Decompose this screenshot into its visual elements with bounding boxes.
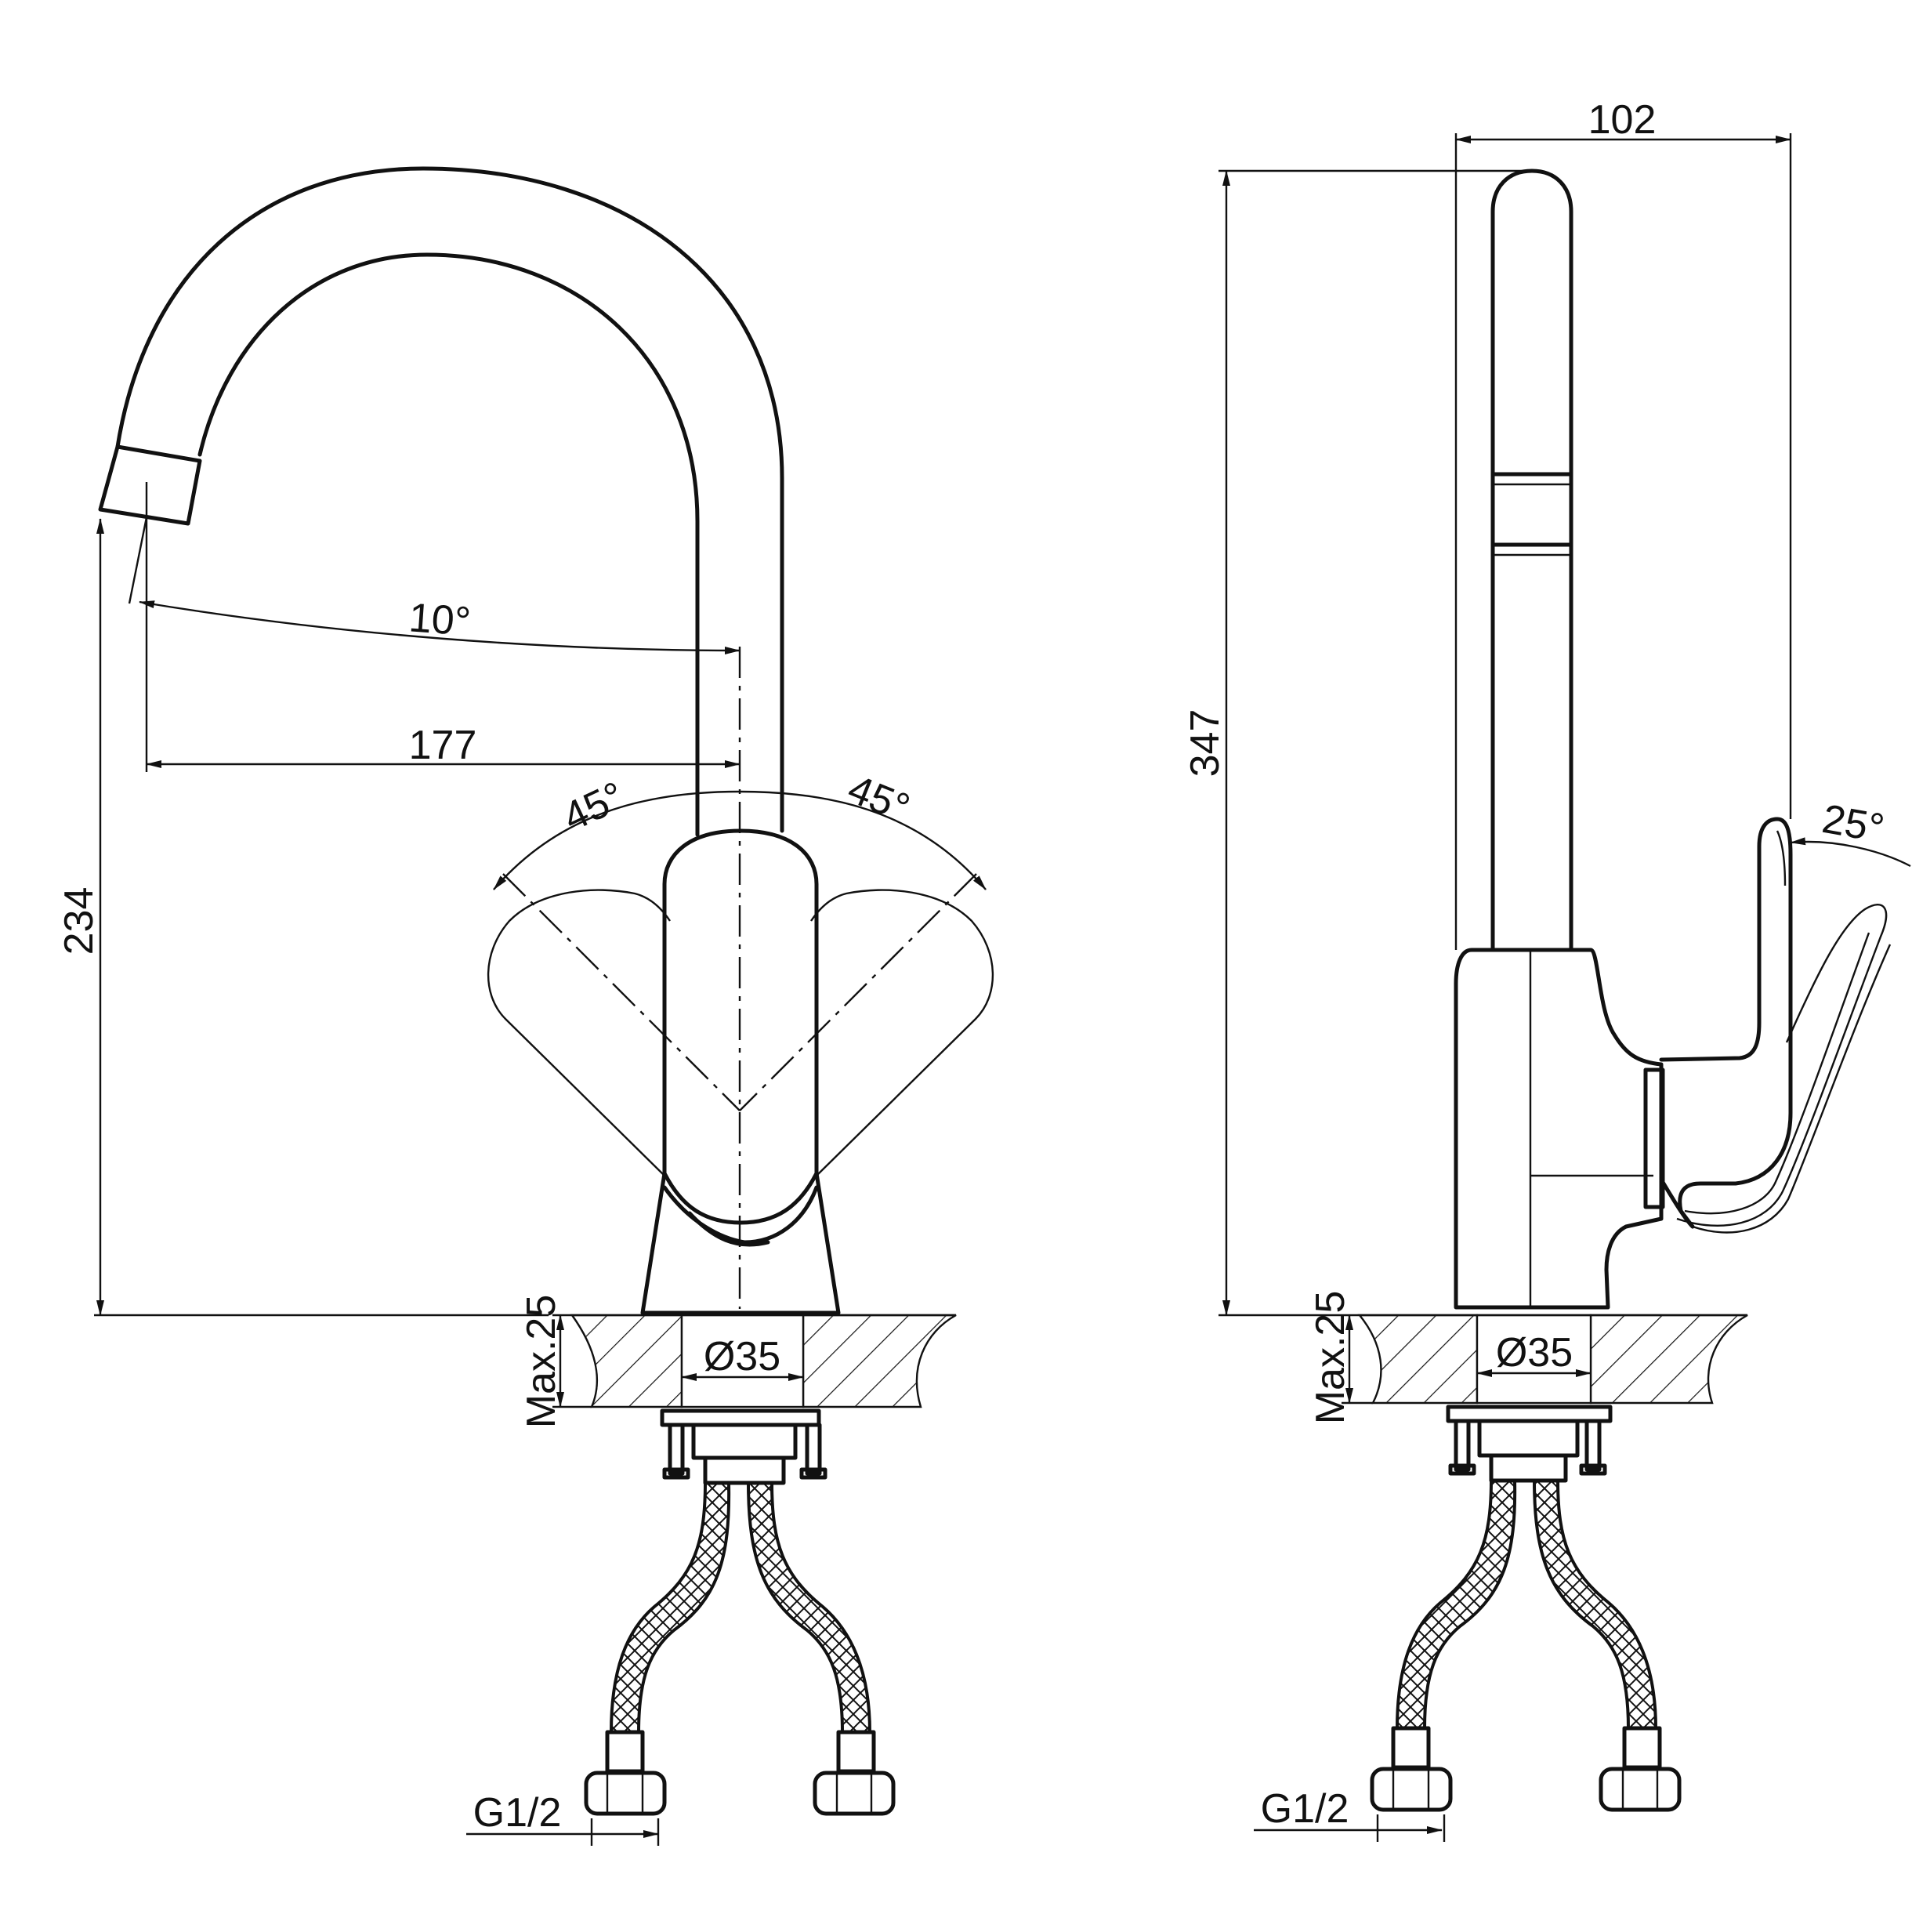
dim-lever-angle: 25° (1790, 796, 1911, 868)
front-view: 234 177 10° 45° 45° Ø35 (56, 166, 994, 1846)
faucet-body-side (1454, 948, 1665, 1310)
mounting-hardware (660, 1408, 827, 1485)
dim-lever-angle-label: 25° (1819, 796, 1888, 852)
dim-hole-side-label: Ø35 (1496, 1330, 1573, 1376)
countertop-section (552, 1314, 957, 1408)
dim-depth-label: 102 (1588, 97, 1657, 143)
faucet-body-front (640, 828, 841, 1315)
dim-swivel-right-label: 45° (842, 767, 916, 832)
handle-swivel-ghosts (487, 889, 994, 1176)
dim-thickness-side-label: Max.25 (1308, 1291, 1353, 1425)
dim-depth: 102 (1454, 97, 1792, 950)
dim-thickness-front: Max.25 (519, 1295, 592, 1429)
swivel-axis-left (502, 873, 741, 1111)
dim-thread-side-label: G1/2 (1261, 1786, 1349, 1832)
gooseneck-spout (98, 166, 784, 837)
swivel-axis-right (739, 873, 977, 1111)
lever-side (1659, 817, 1793, 1229)
spout-side (1490, 169, 1573, 952)
dim-reach: 177 (145, 482, 741, 772)
side-view: 347 102 25° Ø35 Max.25 (1182, 97, 1911, 1842)
dim-height-front: 234 (56, 518, 549, 1317)
dim-thread-front: G1/2 (466, 1790, 660, 1846)
dim-thread-side: G1/2 (1254, 1786, 1446, 1842)
dim-spout-angle: 10° (128, 517, 741, 654)
dim-height-front-label: 234 (56, 887, 102, 955)
dim-reach-label: 177 (409, 723, 477, 768)
dim-thickness-side: Max.25 (1308, 1291, 1373, 1425)
countertop-section-side (1344, 1314, 1748, 1405)
dim-spout-angle-label: 10° (407, 595, 472, 644)
dim-height-side-label: 347 (1182, 709, 1228, 778)
flexible-hoses-side (1370, 1479, 1682, 1812)
mounting-hardware-side (1446, 1405, 1613, 1483)
dim-swivel-left-label: 45° (556, 774, 632, 841)
dim-thickness-front-label: Max.25 (519, 1295, 564, 1429)
dim-hole-side: Ø35 (1476, 1330, 1592, 1377)
dim-height-side: 347 (1182, 169, 1532, 1317)
flexible-hoses (584, 1481, 896, 1816)
lever-raised-ghost (1676, 904, 1892, 1234)
dim-hole-front: Ø35 (681, 1334, 804, 1381)
dim-thread-front-label: G1/2 (473, 1790, 562, 1836)
dim-hole-front-label: Ø35 (704, 1334, 780, 1379)
